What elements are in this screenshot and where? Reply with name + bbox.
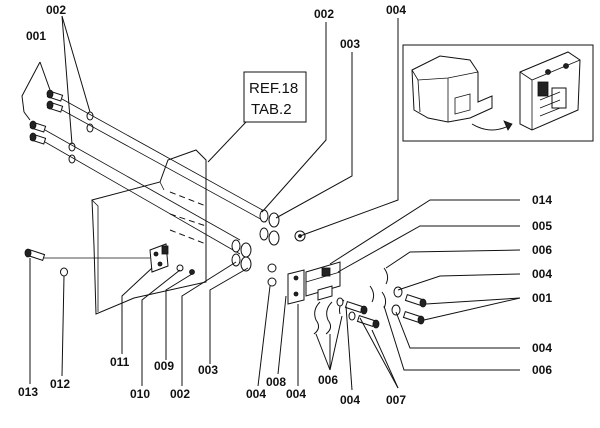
callout-004-bottom-1: 004 — [246, 387, 266, 401]
callout-004-right-2: 004 — [532, 341, 552, 355]
bushings-upper — [259, 209, 306, 246]
callout-001-top: 001 — [26, 29, 46, 43]
callout-003-bottom: 003 — [198, 363, 218, 377]
callout-labels: 001 002 002 003 004 014 005 006 004 001 … — [18, 3, 552, 407]
callout-004-bottom-3: 004 — [340, 393, 360, 407]
callout-006-bottom: 006 — [318, 373, 338, 387]
inset-housing — [411, 55, 493, 123]
screw — [29, 132, 47, 145]
small-bracket — [149, 243, 195, 275]
callout-014: 014 — [532, 193, 552, 207]
bushings-lower — [231, 239, 277, 287]
callout-002-bottom: 002 — [170, 387, 190, 401]
bracket-plates — [287, 261, 341, 305]
reference-box: REF.18 TAB.2 — [207, 71, 307, 163]
callout-004-top: 004 — [386, 3, 406, 17]
washer-012 — [60, 267, 68, 277]
inset-frame — [402, 44, 594, 142]
callout-005: 005 — [532, 219, 552, 233]
screw — [29, 120, 47, 133]
callout-001-right: 001 — [532, 291, 552, 305]
screws-001-right — [391, 286, 427, 325]
inset-view — [402, 44, 594, 142]
callout-006-right-1: 006 — [532, 243, 552, 257]
screw-013 — [24, 248, 46, 261]
washers-002-group — [68, 111, 94, 164]
frame-panel — [91, 149, 207, 315]
assembly-lines — [44, 98, 267, 255]
callout-008: 008 — [266, 375, 286, 389]
callout-013: 013 — [18, 385, 38, 399]
callout-012: 012 — [50, 377, 70, 391]
screw — [46, 100, 64, 113]
inset-assembly — [519, 51, 581, 131]
callout-004-bottom-2: 004 — [286, 387, 306, 401]
screws-004-bottom — [336, 297, 380, 329]
callout-006-right-2: 006 — [532, 363, 552, 377]
callout-011: 011 — [110, 355, 130, 369]
callout-004-right-1: 004 — [532, 267, 552, 281]
screw — [46, 89, 64, 102]
leader-lines — [29, 15, 521, 391]
callout-007: 007 — [386, 393, 406, 407]
callout-002-top: 002 — [46, 3, 66, 17]
callout-010: 010 — [130, 387, 150, 401]
callout-003-top: 003 — [340, 37, 360, 51]
screws-001-group — [29, 89, 64, 145]
ref-line-1: REF.18 — [249, 80, 298, 97]
callout-002-mid: 002 — [314, 7, 334, 21]
callout-009: 009 — [154, 359, 174, 373]
ref-line-2: TAB.2 — [251, 101, 292, 118]
